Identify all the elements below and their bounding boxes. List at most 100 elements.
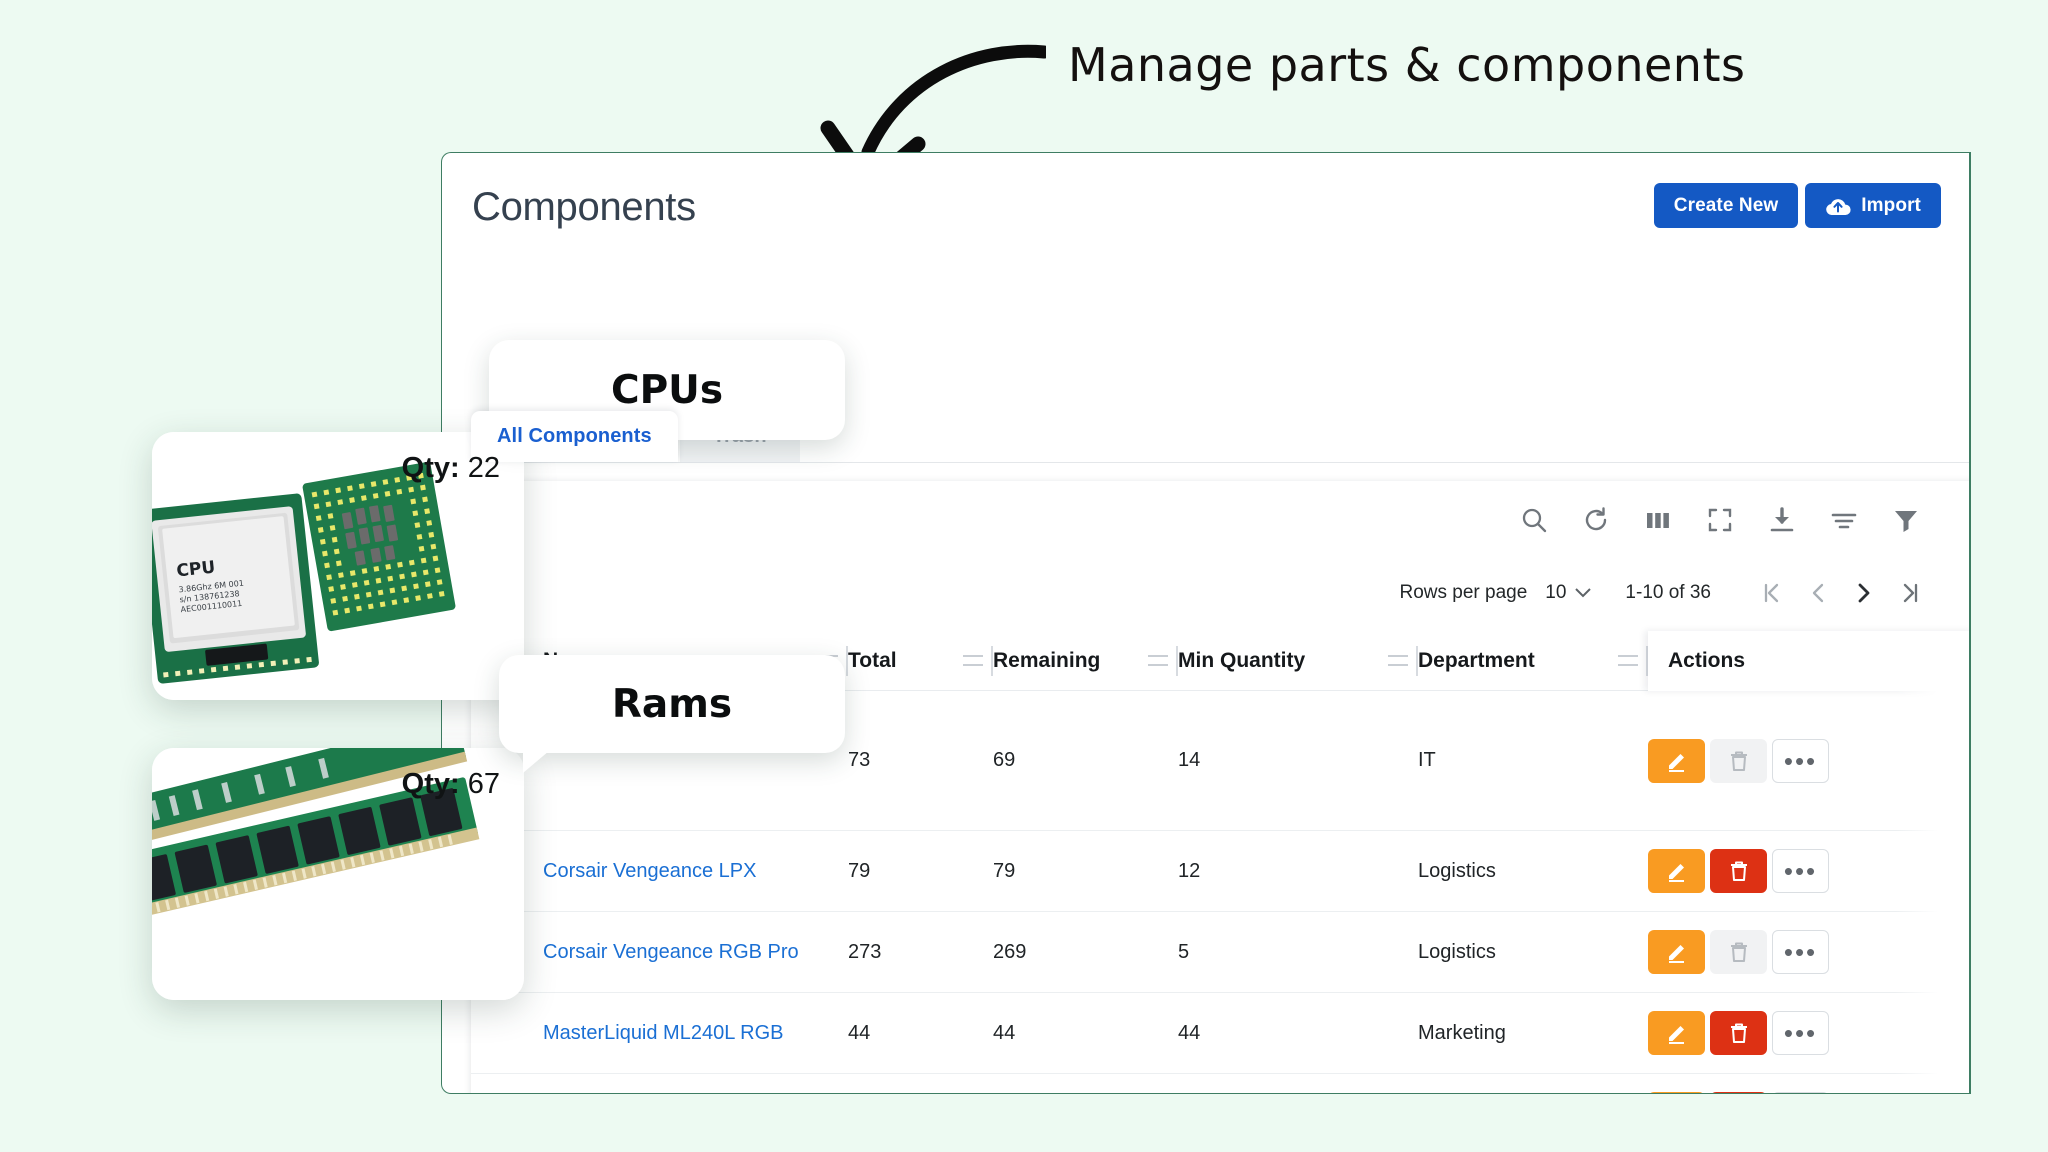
page-title: Components: [472, 185, 696, 229]
delete-button[interactable]: [1710, 930, 1767, 974]
row-actions: •••: [1648, 912, 1971, 992]
ram-photo-card: Qty: 67: [152, 748, 524, 1000]
create-new-button[interactable]: Create New: [1653, 183, 1799, 228]
next-page-icon[interactable]: [1841, 573, 1887, 613]
row-total: 79: [848, 859, 871, 882]
row-department: IT: [1418, 749, 1436, 771]
header-cell-remaining[interactable]: Remaining: [993, 631, 1178, 690]
tab-all-components[interactable]: All Components: [471, 411, 678, 462]
row-department: Logistics: [1418, 859, 1496, 882]
more-options-button[interactable]: •••: [1772, 1092, 1829, 1093]
row-actions: •••: [1648, 1074, 1971, 1093]
cpu-photo-card: CPU 3.86Ghz 6M 001 s/n 138761238 AEC0011…: [152, 432, 524, 700]
row-actions: •••: [1648, 691, 1971, 830]
fullscreen-icon[interactable]: [1705, 505, 1735, 535]
header-cell-min-quantity[interactable]: Min Quantity: [1178, 631, 1418, 690]
column-resizer[interactable]: [1388, 645, 1418, 676]
row-remaining: 79: [993, 859, 1016, 882]
tab-all-components-label: All Components: [497, 425, 652, 447]
edit-button[interactable]: [1648, 849, 1705, 893]
delete-button[interactable]: [1710, 1011, 1767, 1055]
density-icon[interactable]: [1829, 505, 1859, 535]
table-row[interactable]: MasterLiquid ML240L RGB 44 44 44 Marketi…: [471, 993, 1971, 1074]
rows-per-page-select[interactable]: 10: [1545, 582, 1592, 604]
row-remaining: 69: [993, 749, 1016, 771]
more-options-button[interactable]: •••: [1772, 1011, 1829, 1055]
chevron-down-icon: [1575, 582, 1592, 604]
edit-button[interactable]: [1648, 1092, 1705, 1093]
app-window: Components Create New Import: [441, 152, 1971, 1094]
table-row[interactable]: Hydro Series H100i RGB PL... 450 450 20 …: [471, 1074, 1971, 1093]
filter-icon[interactable]: [1891, 505, 1921, 535]
more-options-button[interactable]: •••: [1772, 930, 1829, 974]
row-remaining: 269: [993, 940, 1027, 963]
annotation-text: Manage parts & components: [1068, 38, 1746, 92]
columns-icon[interactable]: [1643, 505, 1673, 535]
grid-toolbar-icons: [1519, 505, 1921, 535]
row-name[interactable]: Corsair Vengeance RGB Pro: [543, 912, 848, 992]
row-department: Marketing: [1418, 1021, 1506, 1044]
grid-toolbar: Rows per page 10 1-10 of 36: [471, 481, 1971, 603]
data-grid-card: Rows per page 10 1-10 of 36: [471, 481, 1971, 1093]
previous-page-icon[interactable]: [1795, 573, 1841, 613]
row-min-quantity: 12: [1178, 859, 1201, 882]
first-page-icon[interactable]: [1749, 573, 1795, 613]
cpu-qty-value: 22: [467, 452, 500, 484]
last-page-icon[interactable]: [1887, 573, 1933, 613]
row-actions: •••: [1648, 831, 1971, 911]
table-row[interactable]: Corsair Vengeance LPX 79 79 12 Logistics…: [471, 831, 1971, 912]
row-total: 273: [848, 940, 882, 963]
header-label-total: Total: [848, 648, 897, 672]
download-icon[interactable]: [1767, 505, 1797, 535]
table-body: 73 69 14 IT ••• Corsair Vengeance LPX: [471, 691, 1971, 1093]
row-name[interactable]: Corsair Vengeance LPX: [543, 831, 848, 911]
row-min-quantity: 14: [1178, 749, 1201, 771]
row-department: Sales: [1418, 1074, 1648, 1093]
row-min-quantity: 5: [1178, 940, 1190, 963]
row-total: 44: [848, 1021, 871, 1044]
row-checkbox-cell: [471, 993, 543, 1073]
header-cell-department[interactable]: Department: [1418, 631, 1648, 690]
header-cell-total[interactable]: Total: [848, 631, 993, 690]
table-row[interactable]: 73 69 14 IT •••: [471, 691, 1971, 831]
row-name[interactable]: MasterLiquid ML240L RGB: [543, 993, 848, 1073]
edit-button[interactable]: [1648, 930, 1705, 974]
edit-button[interactable]: [1648, 738, 1705, 783]
more-options-button[interactable]: •••: [1772, 849, 1829, 893]
header-label-remaining: Remaining: [993, 648, 1101, 672]
more-options-button[interactable]: •••: [1772, 738, 1829, 783]
refresh-icon[interactable]: [1581, 505, 1611, 535]
callout-rams-label: Rams: [611, 681, 733, 727]
rows-per-page-value: 10: [1545, 582, 1567, 603]
row-name-link[interactable]: MasterLiquid ML240L RGB: [543, 1021, 784, 1044]
rows-per-page-label: Rows per page: [1399, 582, 1528, 603]
column-resizer[interactable]: [963, 645, 993, 676]
row-total: 450: [848, 1074, 993, 1093]
page-header: Components Create New Import: [442, 153, 1971, 271]
row-name[interactable]: Hydro Series H100i RGB PL...: [543, 1074, 848, 1093]
table-row[interactable]: Corsair Vengeance RGB Pro 273 269 5 Logi…: [471, 912, 1971, 993]
row-actions: •••: [1648, 993, 1971, 1073]
cpu-qty-prefix: Qty:: [401, 452, 460, 484]
row-name-link[interactable]: Corsair Vengeance LPX: [543, 859, 757, 882]
cpu-qty-label: Qty: 22: [402, 452, 500, 485]
header-label-department: Department: [1418, 648, 1535, 672]
search-icon[interactable]: [1519, 505, 1549, 535]
row-checkbox-cell: [471, 1074, 543, 1093]
row-total: 73: [848, 749, 871, 771]
delete-button[interactable]: [1710, 738, 1767, 783]
callout-rams: Rams: [499, 655, 845, 773]
delete-button[interactable]: [1710, 1092, 1767, 1093]
row-name-link[interactable]: Corsair Vengeance RGB Pro: [543, 940, 799, 963]
edit-button[interactable]: [1648, 1011, 1705, 1055]
column-resizer[interactable]: [1148, 645, 1178, 676]
callout-cpus-label: CPUs: [610, 367, 724, 413]
import-label: Import: [1861, 194, 1921, 216]
column-resizer[interactable]: [1618, 645, 1648, 676]
header-label-actions: Actions: [1668, 649, 1746, 672]
import-button[interactable]: Import: [1805, 183, 1941, 228]
ram-photo: [152, 748, 524, 1000]
delete-button[interactable]: [1710, 849, 1767, 893]
ram-qty-label: Qty: 67: [402, 768, 500, 801]
create-new-label: Create New: [1673, 194, 1779, 216]
